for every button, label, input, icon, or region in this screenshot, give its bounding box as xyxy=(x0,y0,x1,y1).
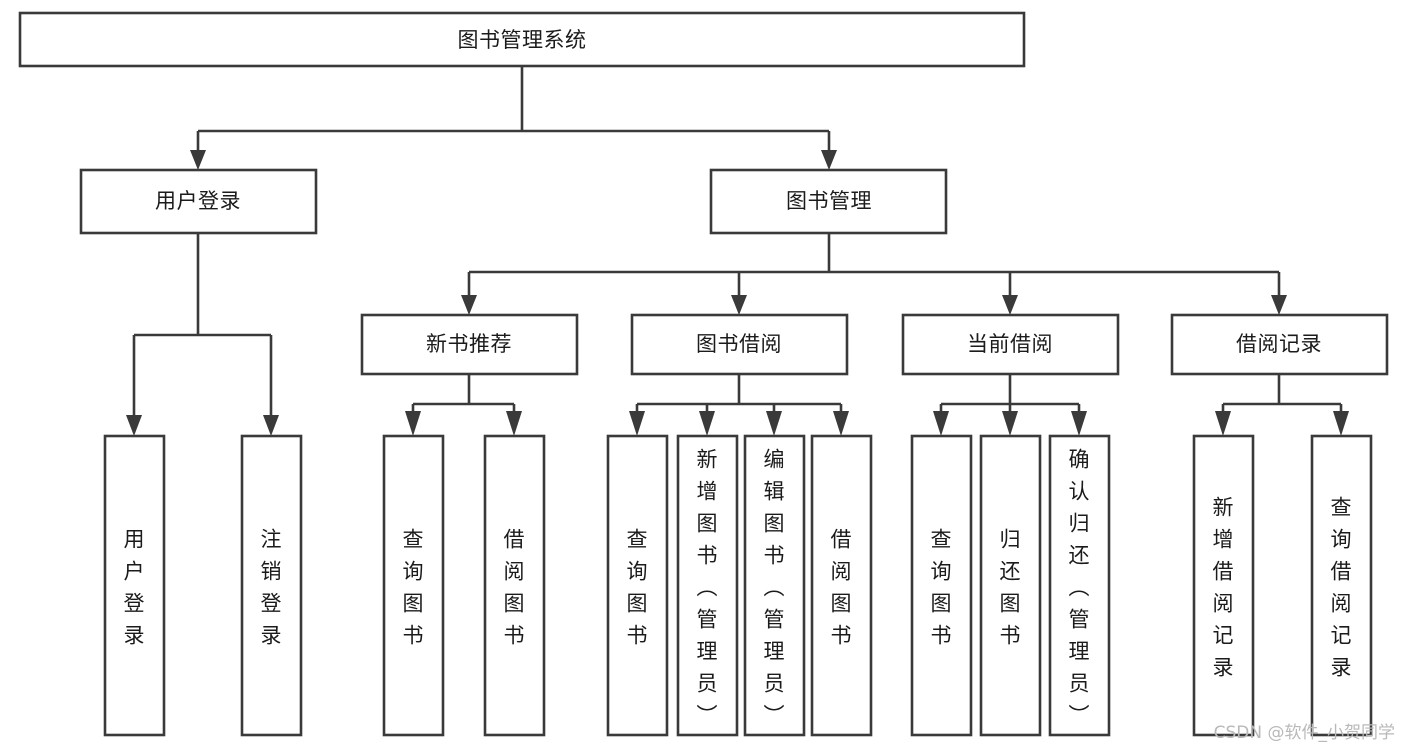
arrow-root-to-book-manage xyxy=(821,150,837,170)
leaf-return-book-label: 归还图书 xyxy=(1000,527,1021,647)
arrow-book-manage-to-recommend xyxy=(461,295,477,315)
arrow-borrow-leaf-4 xyxy=(833,411,849,436)
leaf-return-book[interactable]: 归还图书 xyxy=(979,434,1042,737)
node-book-manage[interactable]: 图书管理 xyxy=(709,168,948,235)
leaf-add-book-box[interactable] xyxy=(676,434,739,737)
leaf-user-login[interactable]: 用户登录 xyxy=(103,434,166,737)
leaf-borrow-book-1[interactable]: 借阅图书 xyxy=(483,434,546,737)
leaf-user-logout-label: 注销登录 xyxy=(261,527,282,647)
leaf-query-book-1-label: 查询图书 xyxy=(403,527,424,647)
arrow-user-login-leaf-1 xyxy=(126,415,142,436)
node-new-book-recommend-label: 新书推荐 xyxy=(426,332,512,356)
leaf-confirm-return-label: 确认归还︵管理员︶ xyxy=(1069,447,1090,727)
node-book-manage-label: 图书管理 xyxy=(786,189,872,213)
leaf-borrow-book-1-box[interactable] xyxy=(483,434,546,737)
arrow-root-to-user-login xyxy=(190,150,206,170)
leaf-query-book-2[interactable]: 查询图书 xyxy=(606,434,669,737)
arrow-current-leaf-2 xyxy=(1002,411,1018,436)
arrow-recommend-leaf-1 xyxy=(405,411,421,436)
leaf-borrow-book-2-box[interactable] xyxy=(810,434,873,737)
leaf-return-book-box[interactable] xyxy=(979,434,1042,737)
leaf-query-record-label: 查询借阅记录 xyxy=(1331,495,1352,679)
leaf-edit-book[interactable]: 编辑图书︵管理员︶ xyxy=(743,434,806,737)
node-borrow-record-label: 借阅记录 xyxy=(1236,332,1322,356)
node-user-login[interactable]: 用户登录 xyxy=(79,168,318,235)
leaf-add-book[interactable]: 新增图书︵管理员︶ xyxy=(676,434,739,737)
arrow-record-leaf-1 xyxy=(1215,411,1231,436)
leaf-add-record[interactable]: 新增借阅记录 xyxy=(1192,434,1255,737)
leaf-user-logout[interactable]: 注销登录 xyxy=(240,434,303,737)
leaf-confirm-return[interactable]: 确认归还︵管理员︶ xyxy=(1048,434,1111,737)
node-user-login-label: 用户登录 xyxy=(155,189,241,213)
leaf-edit-book-box[interactable] xyxy=(743,434,806,737)
arrow-user-login-leaf-2 xyxy=(263,415,279,436)
leaf-query-book-3-label: 查询图书 xyxy=(931,527,952,647)
leaf-query-book-2-label: 查询图书 xyxy=(627,527,648,647)
arrow-borrow-leaf-2 xyxy=(699,411,715,436)
leaf-edit-book-label: 编辑图书︵管理员︶ xyxy=(764,447,785,727)
node-book-borrow-box[interactable] xyxy=(630,313,849,376)
node-root-label: 图书管理系统 xyxy=(458,28,587,52)
connector-layer xyxy=(126,66,1349,436)
leaf-user-login-label: 用户登录 xyxy=(124,527,145,647)
leaf-borrow-book-2-label: 借阅图书 xyxy=(831,527,852,647)
leaf-borrow-book-1-label: 借阅图书 xyxy=(504,527,525,647)
arrow-recommend-leaf-2 xyxy=(506,411,522,436)
leaf-add-record-label: 新增借阅记录 xyxy=(1213,495,1234,679)
node-book-borrow-label: 图书借阅 xyxy=(696,332,782,356)
node-new-book-recommend-box[interactable] xyxy=(360,313,579,376)
leaf-query-book-1[interactable]: 查询图书 xyxy=(382,434,445,737)
node-book-borrow[interactable]: 图书借阅 xyxy=(630,313,849,376)
arrow-book-manage-to-borrow xyxy=(731,295,747,315)
leaf-query-book-2-box[interactable] xyxy=(606,434,669,737)
leaf-query-book-3-box[interactable] xyxy=(910,434,973,737)
node-user-login-box[interactable] xyxy=(79,168,318,235)
leaf-query-book-3[interactable]: 查询图书 xyxy=(910,434,973,737)
leaf-query-record[interactable]: 查询借阅记录 xyxy=(1310,434,1373,737)
arrow-borrow-leaf-3 xyxy=(766,411,782,436)
arrow-book-manage-to-current xyxy=(1002,295,1018,315)
node-new-book-recommend[interactable]: 新书推荐 xyxy=(360,313,579,376)
arrow-current-leaf-1 xyxy=(933,411,949,436)
leaf-borrow-book-2[interactable]: 借阅图书 xyxy=(810,434,873,737)
leaf-user-logout-box[interactable] xyxy=(240,434,303,737)
node-current-borrow-label: 当前借阅 xyxy=(967,332,1053,356)
node-root-box[interactable] xyxy=(18,11,1026,68)
leaf-query-record-box[interactable] xyxy=(1310,434,1373,737)
arrow-record-leaf-2 xyxy=(1333,411,1349,436)
leaf-user-login-box[interactable] xyxy=(103,434,166,737)
leaf-query-book-1-box[interactable] xyxy=(382,434,445,737)
node-root[interactable]: 图书管理系统 xyxy=(18,11,1026,68)
arrow-current-leaf-3 xyxy=(1071,411,1087,436)
arrow-borrow-leaf-1 xyxy=(629,411,645,436)
leaf-add-book-label: 新增图书︵管理员︶ xyxy=(697,447,718,727)
node-book-manage-box[interactable] xyxy=(709,168,948,235)
leaf-confirm-return-box[interactable] xyxy=(1048,434,1111,737)
node-borrow-record[interactable]: 借阅记录 xyxy=(1170,313,1389,376)
leaf-add-record-box[interactable] xyxy=(1192,434,1255,737)
node-borrow-record-box[interactable] xyxy=(1170,313,1389,376)
csdn-watermark: CSDN @软件_小贺同学 xyxy=(1213,723,1395,743)
arrow-book-manage-to-record xyxy=(1271,295,1287,315)
node-current-borrow[interactable]: 当前借阅 xyxy=(901,313,1120,376)
node-current-borrow-box[interactable] xyxy=(901,313,1120,376)
